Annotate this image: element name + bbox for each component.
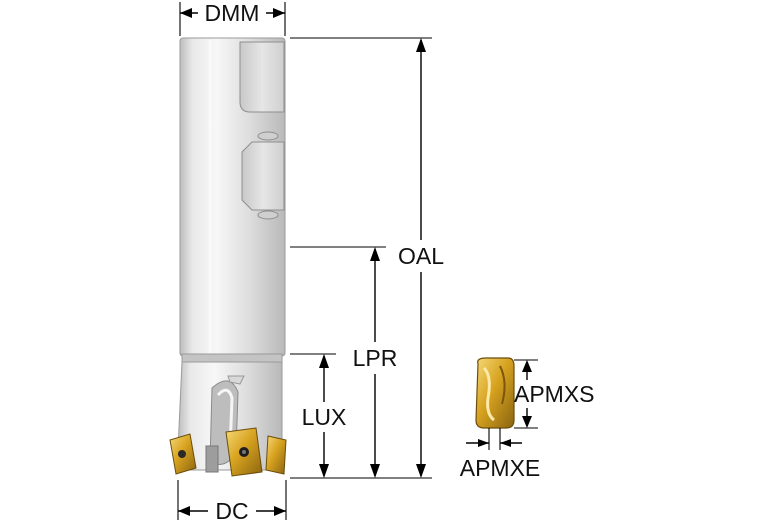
dim-dmm: DMM <box>179 0 286 36</box>
cutting-inserts <box>169 427 287 477</box>
dim-lux: LUX <box>290 353 347 478</box>
label-apmxe: APMXE <box>460 455 541 481</box>
label-apmxs: APMXS <box>514 381 595 407</box>
dim-lpr: LPR <box>290 246 398 478</box>
shank-notch <box>257 131 279 141</box>
shank-flat-top <box>239 41 285 113</box>
label-lpr: LPR <box>353 345 398 371</box>
label-oal: OAL <box>398 243 444 269</box>
label-dc: DC <box>215 498 248 523</box>
end-mill-tool <box>169 37 287 477</box>
dim-dc: DC <box>177 480 287 523</box>
insert-detail-body <box>475 357 515 429</box>
insert-right <box>265 435 287 475</box>
dim-apmxe: APMXE <box>460 428 541 481</box>
label-lux: LUX <box>302 404 347 430</box>
dim-apmxs: APMXS <box>514 359 595 429</box>
insert-detail <box>475 357 515 429</box>
tool-neck <box>181 353 283 363</box>
label-dmm: DMM <box>205 0 260 26</box>
dim-oal: OAL <box>290 37 444 479</box>
shank-flat-lower <box>241 141 285 211</box>
